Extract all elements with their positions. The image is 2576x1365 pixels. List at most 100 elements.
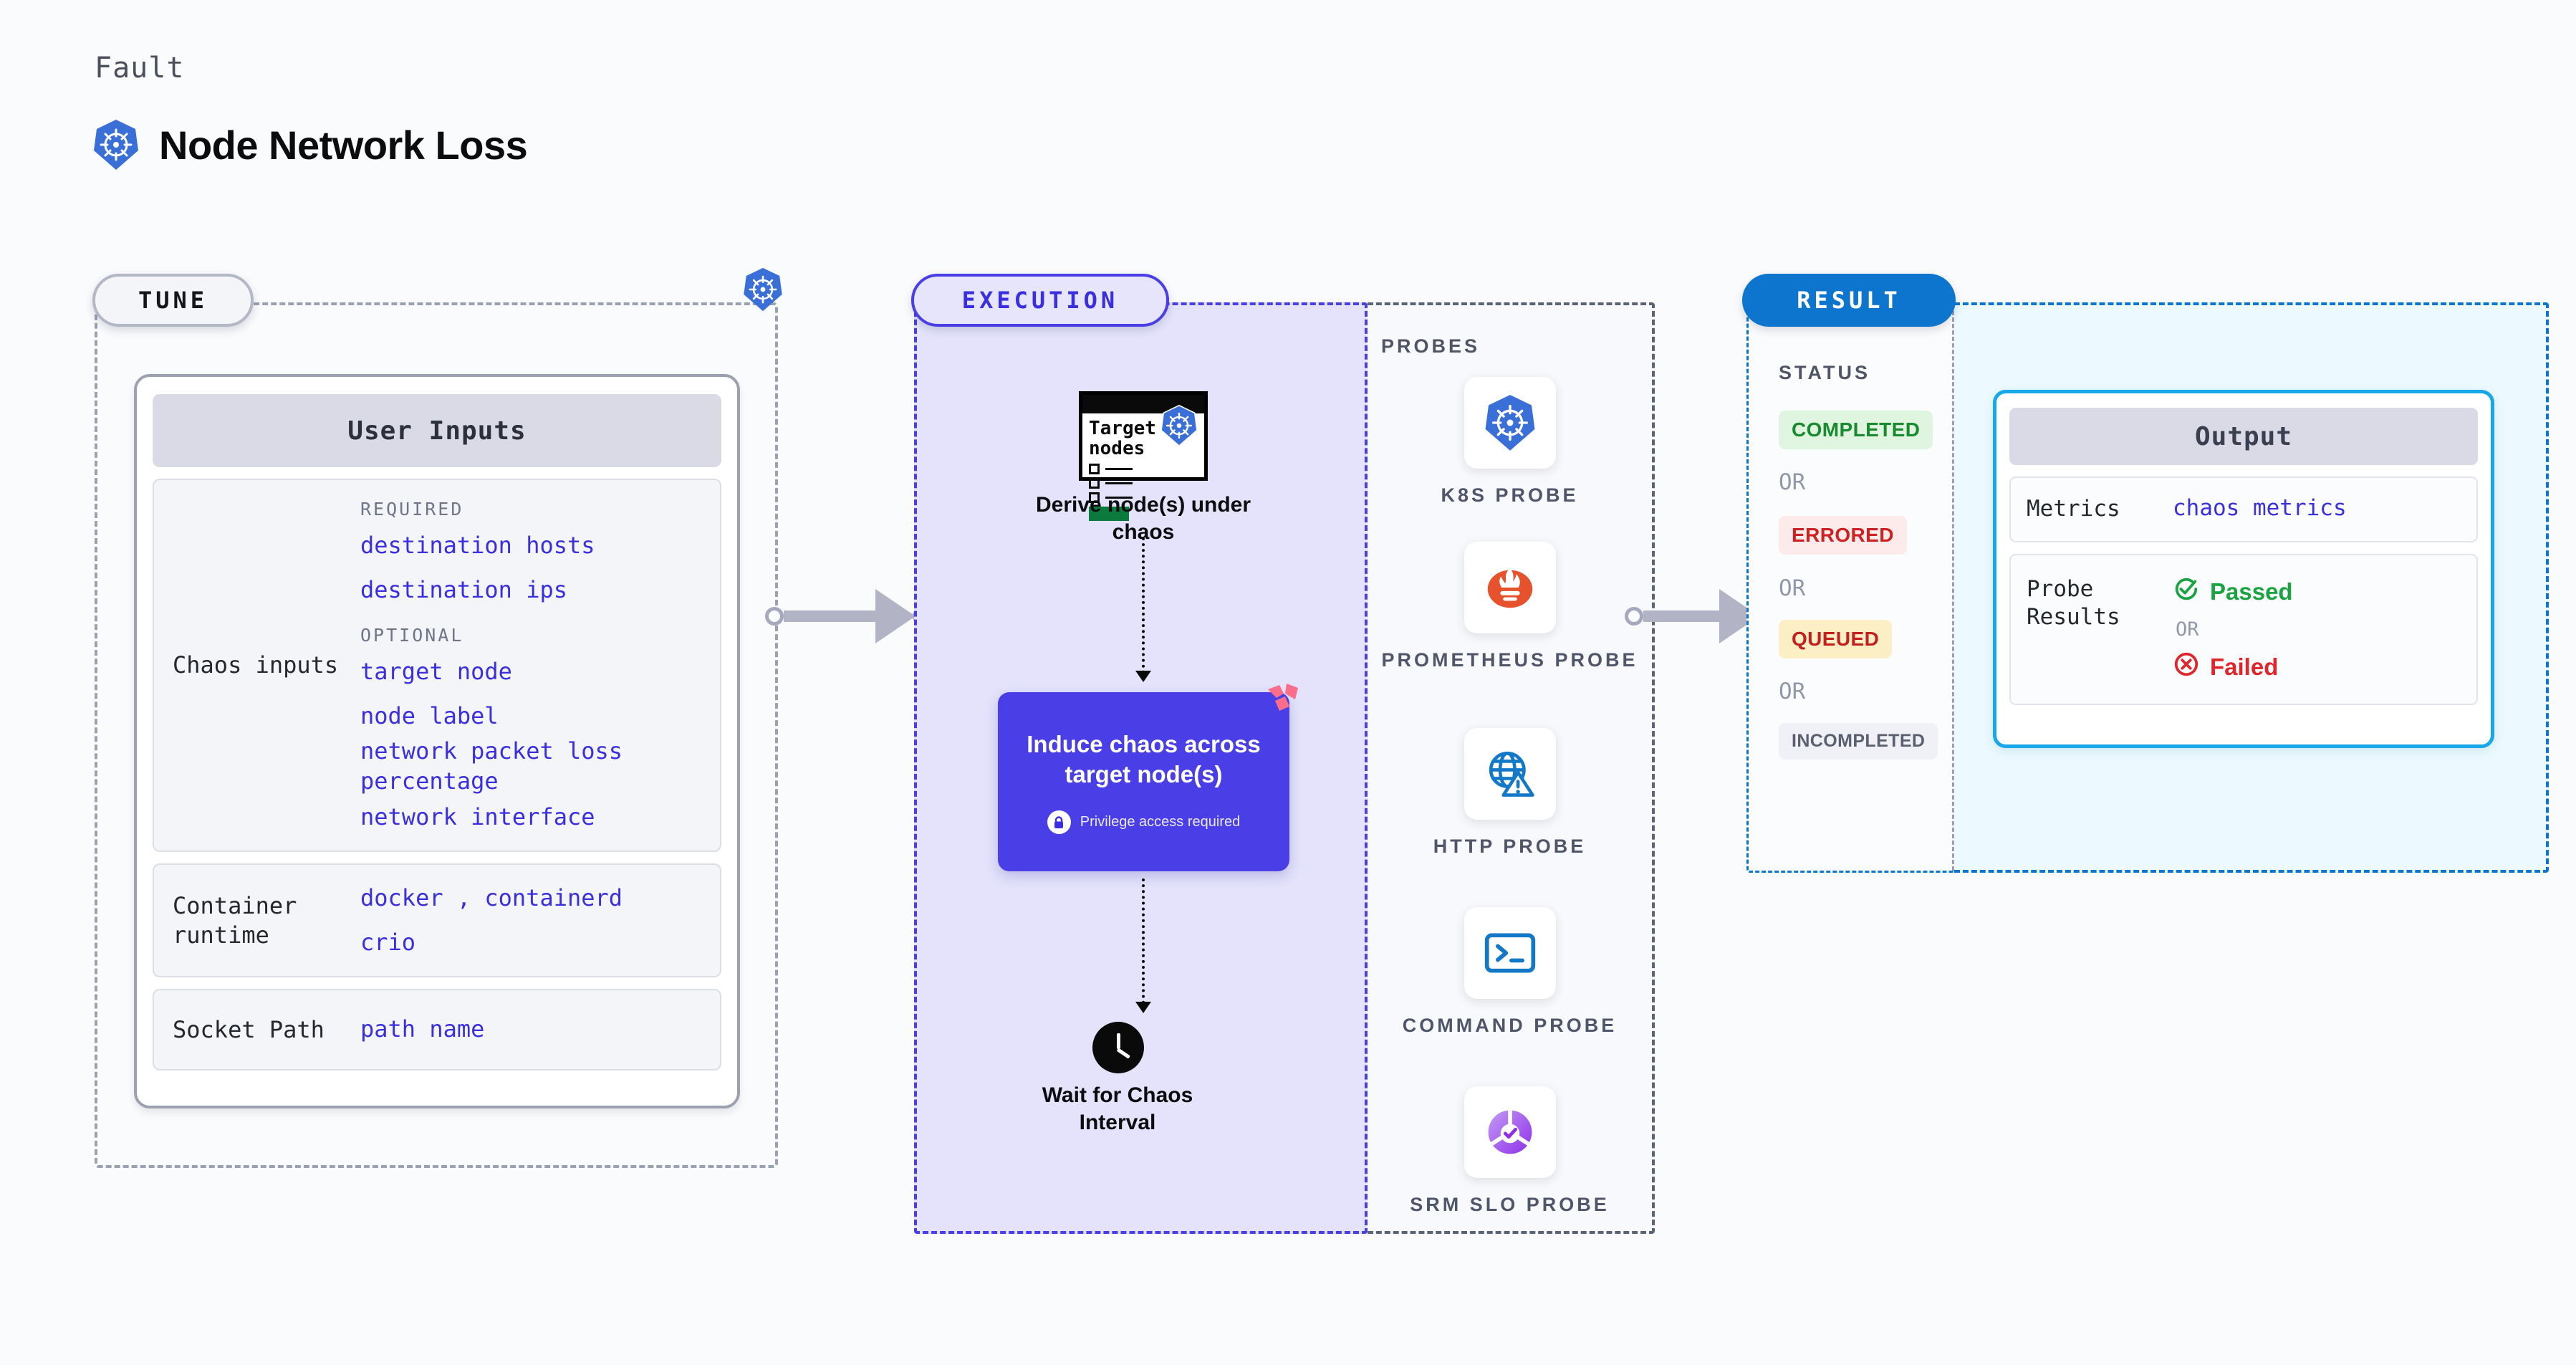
section-label: Container runtime <box>173 891 297 949</box>
input-destination-hosts[interactable]: destination hosts <box>360 532 595 559</box>
optional-tag: OPTIONAL <box>360 625 464 646</box>
probes-column: PROBES K8S PROBE <box>1368 302 1655 1234</box>
tune-stage-pill[interactable]: TUNE <box>92 274 254 327</box>
output-row-probe-results: Probe Results Passed OR <box>2009 553 2478 705</box>
connector-tune-to-execution <box>765 589 931 643</box>
probes-label: PROBES <box>1381 335 1481 357</box>
or-separator: OR <box>1779 469 1806 495</box>
terminal-icon <box>1464 907 1556 999</box>
probe-result-passed: Passed <box>2173 575 2465 608</box>
page-title: Node Network Loss <box>159 122 528 168</box>
user-inputs-title: User Inputs <box>153 394 721 467</box>
chaos-inputs-section: Chaos inputs REQUIRED destination hosts … <box>153 479 721 853</box>
window-title-line2: nodes <box>1089 438 1145 459</box>
probe-result-passed-label: Passed <box>2210 578 2293 605</box>
output-row-label: Metrics <box>2027 496 2120 522</box>
flow-line-1 <box>1142 537 1145 674</box>
probe-k8s[interactable]: K8S PROBE <box>1368 377 1652 508</box>
or-separator: OR <box>1779 575 1806 601</box>
slo-donut-check-icon <box>1464 1086 1556 1178</box>
or-separator: OR <box>1779 679 1806 704</box>
window-checkbox-rows <box>1082 458 1204 503</box>
container-runtime-section: Container runtime docker , containerd cr… <box>153 863 721 978</box>
globe-warning-icon <box>1464 728 1556 820</box>
probe-srm-slo[interactable]: SRM SLO PROBE <box>1368 1086 1652 1217</box>
flow-line-2 <box>1142 878 1145 1004</box>
green-button-icon <box>1089 507 1129 521</box>
fault-kicker: Fault <box>95 52 185 85</box>
socket-path-section: Socket Path path name <box>153 989 721 1071</box>
wait-interval-step: Wait for Chaos Interval <box>1042 1022 1193 1134</box>
derive-nodes-step: Target nodes Derive node(s) under chaos <box>1036 391 1251 544</box>
output-card: Output Metrics chaos metrics Probe Resul… <box>1993 390 2494 748</box>
connector-start-dot <box>765 607 784 626</box>
probe-http[interactable]: HTTP PROBE <box>1368 728 1652 859</box>
step-caption-wait-interval: Wait for Chaos Interval <box>1042 1083 1193 1134</box>
step-caption-induce-chaos: Induce chaos across target node(s) <box>1027 730 1261 787</box>
result-stage-pill[interactable]: RESULT <box>1742 274 1956 327</box>
status-badge-completed: COMPLETED <box>1779 411 1933 449</box>
or-separator: OR <box>2176 618 2199 641</box>
kubernetes-icon <box>1160 404 1198 450</box>
input-socket-path[interactable]: path name <box>360 1015 485 1043</box>
status-column: STATUS COMPLETED OR ERRORED OR QUEUED OR… <box>1746 302 1954 873</box>
input-target-node[interactable]: target node <box>360 658 512 686</box>
probe-label: COMMAND PROBE <box>1402 1015 1618 1036</box>
probe-label: PROMETHEUS PROBE <box>1381 649 1638 671</box>
execution-stage-pill[interactable]: EXECUTION <box>911 274 1169 327</box>
clock-minute-hand <box>1116 1048 1130 1059</box>
line-icon <box>1105 482 1133 484</box>
tune-stage-border <box>95 302 778 1168</box>
flow-arrow-1 <box>1135 671 1151 682</box>
execution-flow-column: Target nodes Derive node(s) under chaos … <box>914 302 1368 1234</box>
input-container-runtime-crio[interactable]: crio <box>360 928 416 956</box>
input-network-interface[interactable]: network interface <box>360 803 595 830</box>
line-icon <box>1105 468 1133 470</box>
status-label: STATUS <box>1779 362 1870 383</box>
input-node-label[interactable]: node label <box>360 701 499 729</box>
lock-icon <box>1047 810 1071 835</box>
user-inputs-card: User Inputs Chaos inputs REQUIRED destin… <box>134 374 740 1108</box>
input-destination-ips[interactable]: destination ips <box>360 575 567 603</box>
input-network-packet-loss-percentage[interactable]: network packet loss percentage <box>360 737 623 795</box>
step-caption-derive-nodes: Derive node(s) under chaos <box>1035 493 1251 544</box>
input-container-runtime-docker-containerd[interactable]: docker , containerd <box>360 884 623 912</box>
section-label: Chaos inputs <box>173 651 339 679</box>
kubernetes-icon <box>93 119 139 171</box>
kubernetes-icon <box>1464 377 1556 469</box>
output-row-metrics: Metrics chaos metrics <box>2009 476 2478 542</box>
output-row-label: Probe Results <box>2027 575 2120 631</box>
output-card-title: Output <box>2009 408 2478 465</box>
status-badge-incompleted: INCOMPLETED <box>1779 723 1938 760</box>
clock-hour-hand <box>1117 1033 1120 1049</box>
execution-stage: PROBES K8S PROBE <box>911 274 1655 1234</box>
connector-arrowhead <box>875 589 915 643</box>
section-label: Socket Path <box>173 1015 325 1043</box>
checkbox-icon <box>1089 464 1100 474</box>
probe-label: K8S PROBE <box>1441 484 1579 506</box>
checkbox-icon <box>1089 478 1100 489</box>
probe-result-failed-label: Failed <box>2210 653 2279 680</box>
metrics-link[interactable]: chaos metrics <box>2173 495 2347 521</box>
connector-line <box>784 610 877 622</box>
result-stage: STATUS COMPLETED OR ERRORED OR QUEUED OR… <box>1742 274 2549 873</box>
flow-arrow-2 <box>1135 1002 1151 1013</box>
privilege-badge-text: Privilege access required <box>1080 814 1241 830</box>
close-circle-icon <box>2173 651 2200 684</box>
probe-result-failed: Failed <box>2173 651 2465 684</box>
check-circle-icon <box>2173 575 2200 608</box>
connector-line <box>1643 610 1721 622</box>
connector-start-dot <box>1625 607 1643 626</box>
tune-stage: TUNE User Inputs Chaos inputs REQUIRED d… <box>92 274 778 1168</box>
probe-prometheus[interactable]: PROMETHEUS PROBE <box>1368 542 1652 673</box>
status-badge-errored: ERRORED <box>1779 516 1907 555</box>
prometheus-icon <box>1464 542 1556 633</box>
required-tag: REQUIRED <box>360 499 464 519</box>
induce-chaos-step[interactable]: Induce chaos across target node(s) Privi… <box>998 684 1298 871</box>
probe-command[interactable]: COMMAND PROBE <box>1368 907 1652 1038</box>
status-badge-queued: QUEUED <box>1779 620 1893 658</box>
probe-label: HTTP PROBE <box>1433 835 1587 857</box>
clock-icon <box>1092 1022 1144 1073</box>
page-title-row: Node Network Loss <box>93 119 528 171</box>
kubernetes-icon <box>743 267 783 315</box>
